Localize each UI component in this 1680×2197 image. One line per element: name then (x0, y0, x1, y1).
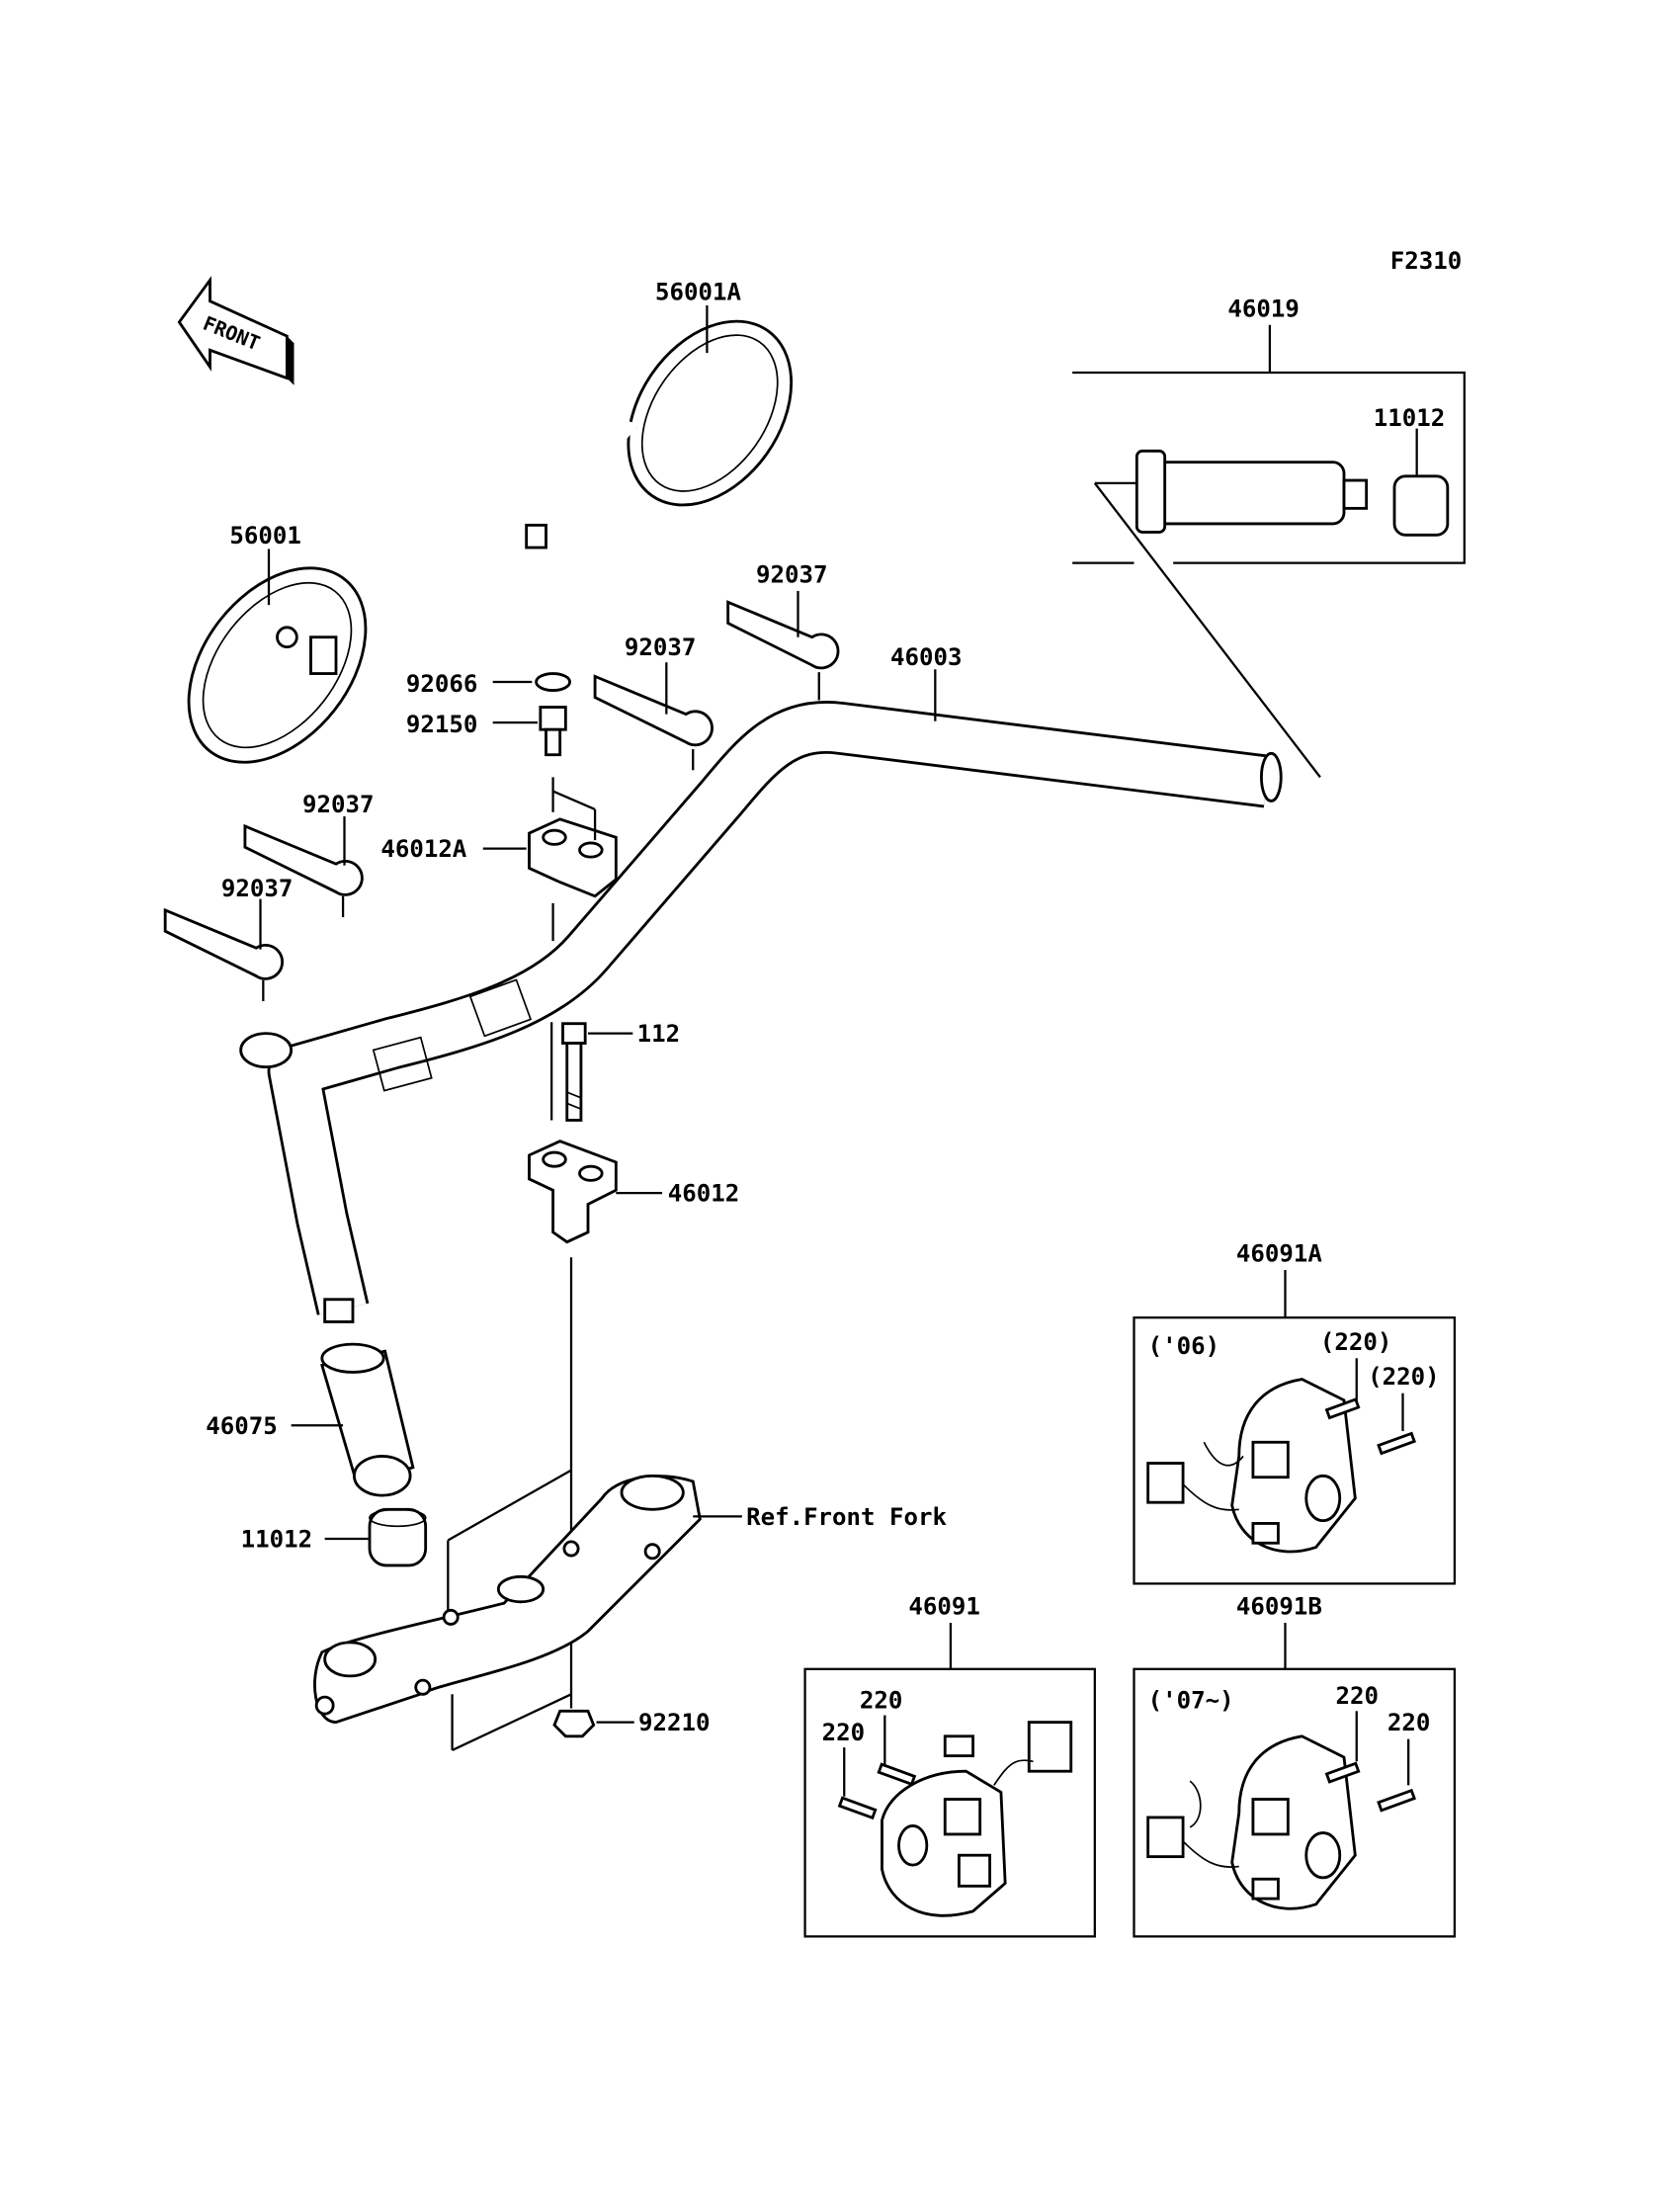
part-label: 220 (1336, 1682, 1380, 1710)
part-label: 46003 (890, 643, 962, 671)
cap-92066 (535, 672, 571, 692)
front-arrow-icon: FRONT (177, 276, 294, 385)
switch-housing-46091 (837, 1721, 1073, 1917)
mirror-left (187, 566, 368, 764)
handlebar (239, 701, 1283, 1323)
part-label: 92037 (221, 875, 293, 902)
part-label: 220 (860, 1686, 903, 1714)
part-label: (220) (1320, 1328, 1391, 1356)
part-label: 56001 (229, 522, 300, 549)
plate-92037-mid (593, 662, 714, 771)
holder-lower (528, 1140, 618, 1244)
part-label: 92037 (756, 560, 827, 588)
part-label: 220 (822, 1719, 866, 1746)
plate-92037-top (726, 590, 840, 701)
part-label: 46091A (1236, 1240, 1322, 1268)
holder-upper (528, 817, 618, 898)
figure-code: F2310 (1390, 247, 1462, 275)
part-label: 220 (1387, 1709, 1431, 1736)
part-label: 92037 (625, 634, 696, 661)
switch-box-46091A (1133, 1316, 1457, 1585)
mirror-right (525, 319, 794, 549)
switch-box-46091B (1133, 1667, 1457, 1938)
part-label: 46091 (908, 1593, 979, 1621)
throttle-grip (1134, 449, 1369, 534)
bolt-92150 (539, 706, 567, 757)
part-label: 46012 (668, 1180, 739, 1208)
part-label: 92210 (638, 1709, 710, 1736)
grip-left (320, 1342, 415, 1497)
bolt-112 (561, 1022, 587, 1122)
steering-stem-upper-bracket (313, 1474, 702, 1725)
part-label: Ref.Front Fork (746, 1503, 947, 1531)
part-label: 46075 (206, 1412, 277, 1440)
part-label: 11012 (241, 1526, 312, 1554)
year-label: ('07~) (1148, 1686, 1234, 1714)
part-label: 92066 (406, 670, 477, 698)
part-label: 46019 (1227, 295, 1299, 322)
plate-92037-left-lower (163, 898, 285, 1002)
part-label: 92037 (302, 791, 374, 818)
switch-box-46091 (803, 1667, 1096, 1938)
part-label: 46012A (380, 835, 466, 863)
part-label: 56001A (655, 278, 741, 305)
part-label: 112 (637, 1020, 681, 1048)
nut-92210 (552, 1709, 596, 1738)
switch-housing-46091B (1146, 1734, 1416, 1910)
part-label: 92150 (406, 711, 477, 738)
grip-end-cap-right (1392, 474, 1450, 537)
part-label: (220) (1368, 1363, 1439, 1391)
switch-housing-46091A (1146, 1378, 1416, 1554)
part-label: 11012 (1374, 404, 1445, 432)
grip-end-cap-left (368, 1507, 428, 1567)
part-label: 46091B (1236, 1593, 1322, 1621)
plate-92037-left-upper (243, 816, 364, 918)
year-label: ('06) (1148, 1332, 1219, 1360)
